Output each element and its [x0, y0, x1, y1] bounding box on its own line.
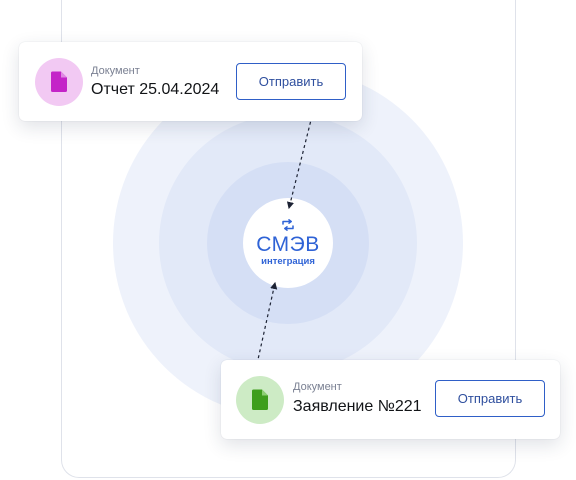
document-name: Заявление №221: [293, 398, 422, 415]
document-avatar: [35, 58, 83, 106]
document-kind: Документ: [91, 65, 140, 77]
document-avatar: [236, 376, 284, 424]
document-kind: Документ: [293, 381, 342, 393]
panel-frame: [61, 0, 516, 478]
document-name: Отчет 25.04.2024: [91, 81, 220, 98]
send-button[interactable]: Отправить: [435, 380, 545, 417]
document-icon: [252, 389, 268, 410]
hub-title: СМЭВ: [256, 233, 320, 256]
document-card: Документ Отчет 25.04.2024 Отправить: [19, 42, 362, 121]
sync-arrows-icon: [282, 219, 294, 231]
smev-hub: СМЭВ интеграция: [243, 198, 333, 288]
document-icon: [51, 71, 67, 92]
send-button[interactable]: Отправить: [236, 63, 346, 100]
document-card: Документ Заявление №221 Отправить: [221, 360, 560, 439]
hub-subtitle: интеграция: [261, 256, 315, 267]
